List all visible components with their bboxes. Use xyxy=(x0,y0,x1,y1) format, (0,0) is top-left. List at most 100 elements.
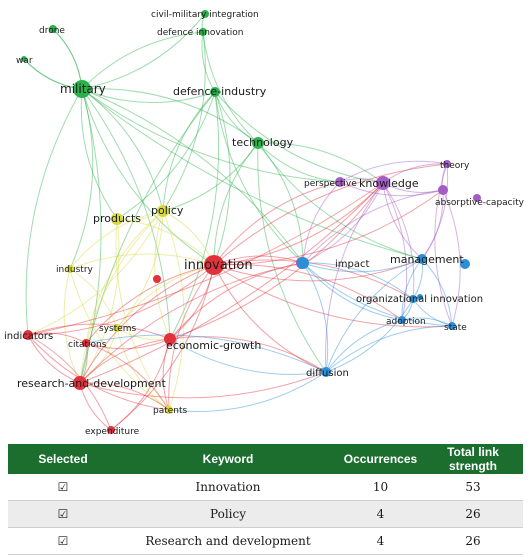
node-industry xyxy=(66,265,74,273)
network-link xyxy=(382,182,415,300)
network-link xyxy=(63,268,81,384)
network-link xyxy=(169,91,220,340)
network-node-dot xyxy=(473,194,481,202)
network-link xyxy=(79,264,215,384)
network-link xyxy=(116,218,215,266)
node-research-and-development xyxy=(73,376,87,390)
network-link xyxy=(85,210,164,344)
node-indicators xyxy=(23,330,33,340)
network-link xyxy=(27,264,215,336)
network-link xyxy=(325,298,414,373)
network-link xyxy=(79,382,112,431)
network-link xyxy=(81,88,164,212)
header-keyword: Keyword xyxy=(118,444,338,474)
network-link xyxy=(213,264,453,328)
network-link xyxy=(116,327,170,411)
network-link xyxy=(81,88,423,260)
network-link xyxy=(325,258,423,373)
node-defence-innovation xyxy=(199,28,207,36)
label-expenditure: expenditure xyxy=(85,427,140,437)
network-link xyxy=(213,142,259,266)
node-diffusion xyxy=(321,367,331,377)
network-node-dot xyxy=(153,275,161,283)
network-link xyxy=(27,334,170,411)
keyword-cell: Innovation xyxy=(118,474,338,501)
network-link xyxy=(69,88,94,270)
network-link xyxy=(214,91,304,264)
checkbox-checked-icon[interactable]: ☑ xyxy=(57,534,69,548)
label-state: state xyxy=(444,323,467,333)
label-defence-industry: defence-industry xyxy=(173,85,267,98)
network-link xyxy=(27,332,87,344)
table-row: ☑ Innovation 10 53 xyxy=(8,474,523,501)
network-link xyxy=(169,182,384,340)
network-link xyxy=(79,218,120,384)
network-link xyxy=(69,253,215,270)
network-link xyxy=(79,210,164,384)
network-link xyxy=(69,210,164,270)
network-link xyxy=(401,317,453,327)
label-civil-military-integration: civil-military integration xyxy=(151,10,259,20)
label-innovation: innovation xyxy=(184,258,253,273)
network-link xyxy=(302,262,403,321)
label-defence-innovation: defence innovation xyxy=(157,28,244,38)
network-link xyxy=(69,268,118,329)
network-link xyxy=(302,182,384,264)
network-link xyxy=(339,160,448,183)
network-link xyxy=(81,31,204,90)
network-link xyxy=(169,338,327,375)
node-absorptive-capacity xyxy=(438,185,448,195)
network-link xyxy=(80,88,118,220)
occurrences-cell: 4 xyxy=(338,527,423,555)
network-link xyxy=(213,91,231,266)
label-impact: impact xyxy=(335,259,369,270)
network-link xyxy=(115,218,170,411)
node-products xyxy=(111,213,123,225)
network-link xyxy=(79,338,171,384)
network-link xyxy=(81,88,259,144)
network-link xyxy=(27,323,171,340)
network-link xyxy=(434,163,453,327)
network-link xyxy=(302,181,341,264)
node-patents xyxy=(165,406,173,414)
network-link xyxy=(421,258,453,327)
keyword-cell: Policy xyxy=(118,500,338,528)
network-link xyxy=(168,371,327,413)
checkbox-checked-icon[interactable]: ☑ xyxy=(57,507,69,521)
network-link xyxy=(81,88,216,103)
selected-cell[interactable]: ☑ xyxy=(8,500,118,528)
network-link xyxy=(382,182,408,321)
keyword-table-header: Selected Keyword Occurrences Total link … xyxy=(8,444,523,474)
node-technology xyxy=(252,137,264,149)
node-civil-military-integration xyxy=(201,10,209,18)
network-link xyxy=(81,88,341,183)
network-nodes xyxy=(21,10,481,434)
network-link xyxy=(27,210,164,336)
label-research-and-development: research-and-development xyxy=(17,377,166,390)
network-link xyxy=(214,91,259,144)
network-link xyxy=(85,338,171,350)
label-products: products xyxy=(93,212,141,225)
label-technology: technology xyxy=(232,136,294,149)
label-absorptive-capacity: absorptive-capacity xyxy=(435,198,525,208)
network-link xyxy=(162,91,216,212)
selected-cell[interactable]: ☑ xyxy=(8,474,118,501)
node-innovation xyxy=(204,255,224,275)
node-adoption xyxy=(398,316,406,324)
header-selected: Selected xyxy=(8,444,118,474)
network-link xyxy=(325,319,403,373)
network-link xyxy=(79,382,170,411)
occurrences-cell: 10 xyxy=(338,474,423,501)
label-systems: systems xyxy=(99,324,137,334)
label-organizational-innovation: organizational innovation xyxy=(356,294,483,305)
selected-cell[interactable]: ☑ xyxy=(8,527,118,555)
network-link xyxy=(213,181,341,266)
network-link xyxy=(25,88,83,336)
label-war: war xyxy=(16,56,33,66)
checkbox-checked-icon[interactable]: ☑ xyxy=(57,480,69,494)
node-theory xyxy=(443,160,451,168)
node-policy xyxy=(157,205,169,217)
network-link xyxy=(302,262,453,327)
